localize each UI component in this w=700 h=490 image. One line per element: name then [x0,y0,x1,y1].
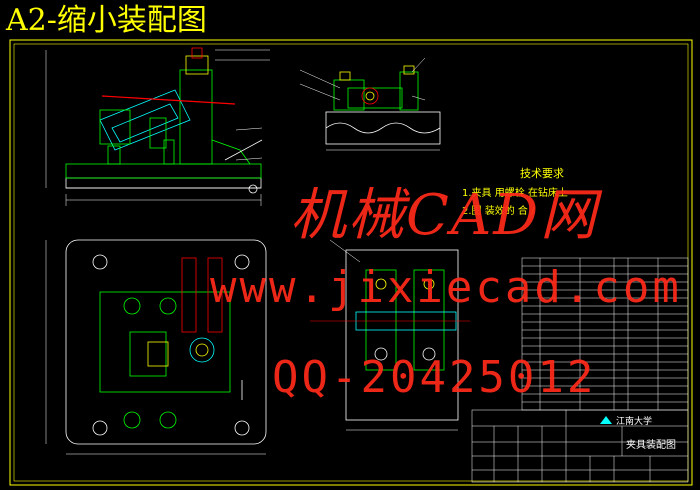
drawing-name: 夹具装配图 [626,440,676,451]
watermark-url: www.jixiecad.com [210,262,682,313]
sheet-title: A2-缩小装配图 [6,3,207,38]
top-view [45,239,267,455]
watermark-site-name: 机械CAD网 [290,183,599,248]
watermark-qq: QQ-20425012 [272,352,597,403]
university-logo-icon [600,416,612,424]
side-view [299,57,441,151]
tech-requirement-line-1: 1.夹具 用螺栓 在钻床上 [462,188,568,199]
parts-list-table [521,257,689,411]
front-view [45,47,270,206]
section-view [310,239,470,431]
sheet-border [9,39,693,486]
tech-requirements-heading: 技术要求 [520,167,564,180]
tech-requirement-line-2: 2.图 装效的 合 / [462,206,535,217]
title-block [471,409,689,483]
university-name: 江南大学 [616,417,653,427]
